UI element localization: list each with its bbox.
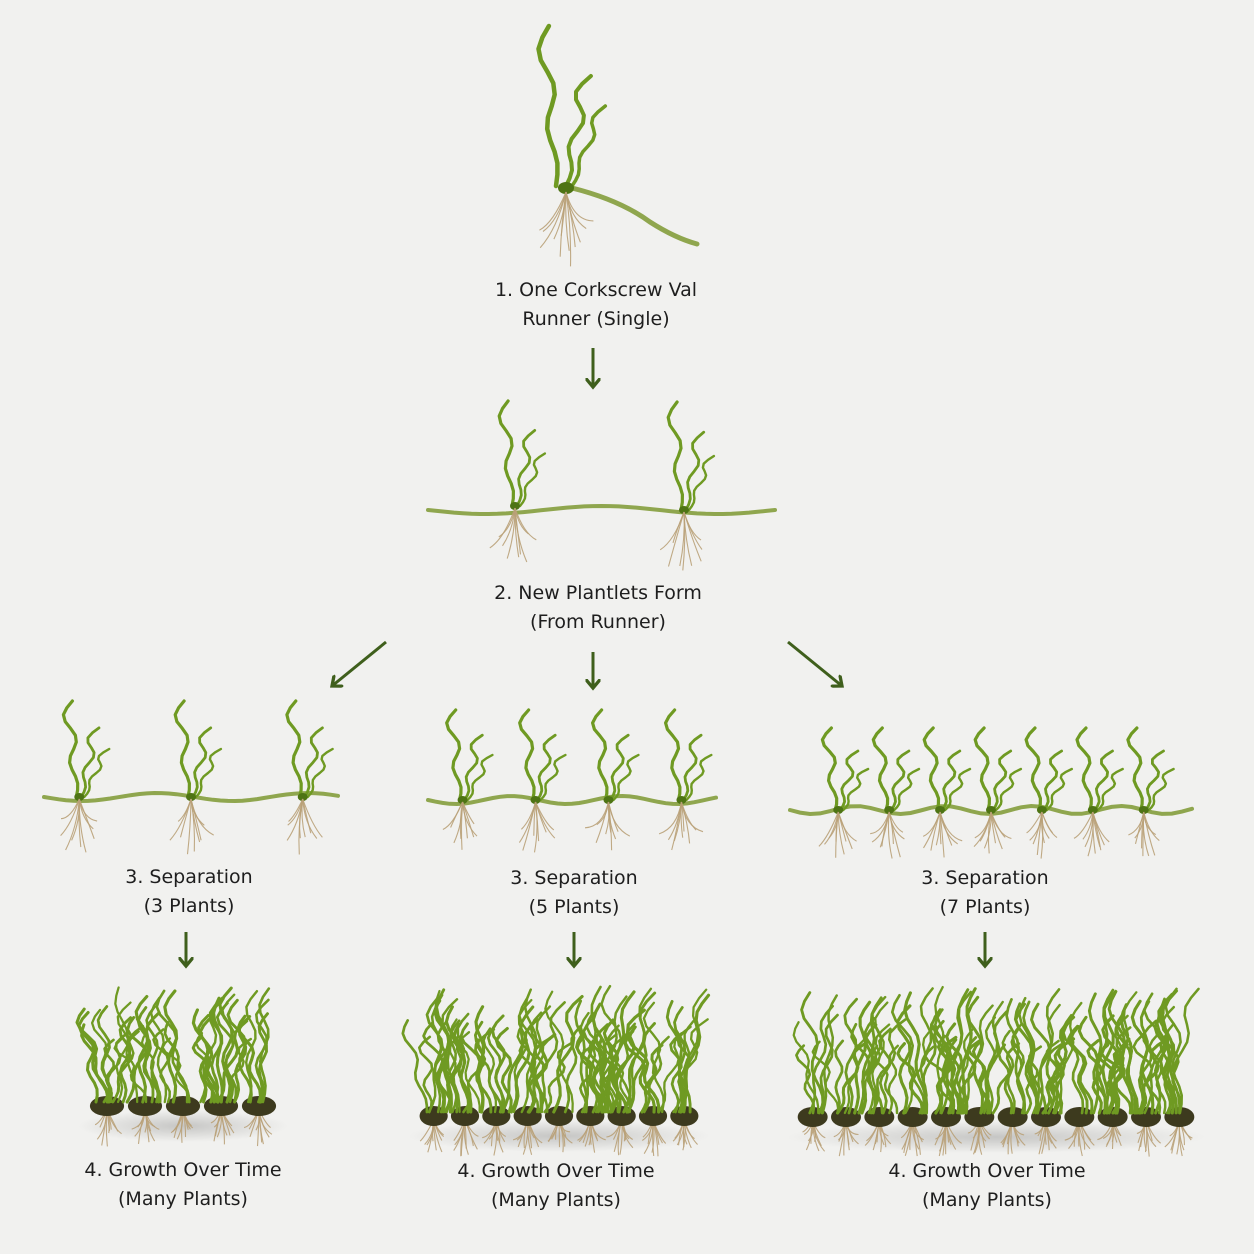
label-sep7: 3. Separation (7 Plants): [921, 864, 1048, 922]
label-grow-b-line1: 4. Growth Over Time: [457, 1160, 655, 1182]
flow-arrows: [186, 348, 985, 966]
illustration-sep7: [788, 726, 1194, 859]
illustration-step2: [426, 399, 777, 571]
illustration-grow-b: [401, 984, 711, 1157]
label-grow-c-line2: (Many Plants): [922, 1189, 1052, 1211]
label-sep5-line2: (5 Plants): [528, 896, 620, 918]
label-grow-c: 4. Growth Over Time (Many Plants): [888, 1157, 1085, 1215]
label-grow-a: 4. Growth Over Time (Many Plants): [84, 1156, 281, 1214]
label-grow-a-line1: 4. Growth Over Time: [84, 1159, 282, 1181]
label-sep5-line1: 3. Separation: [510, 867, 638, 889]
label-grow-c-line1: 4. Growth Over Time: [888, 1160, 1086, 1182]
label-sep7-line1: 3. Separation: [921, 867, 1049, 889]
label-sep3-line1: 3. Separation: [125, 866, 253, 888]
illustration-grow-c: [786, 985, 1206, 1157]
label-sep3: 3. Separation (3 Plants): [125, 863, 252, 921]
arrow-step2-to-sep7: [787, 640, 842, 686]
label-step1-line2: Runner (Single): [522, 308, 670, 330]
label-grow-a-line2: (Many Plants): [118, 1188, 248, 1210]
label-grow-b-line2: (Many Plants): [491, 1189, 621, 1211]
label-step2-line1: 2. New Plantlets Form: [494, 582, 702, 604]
illustration-grow-a: [75, 986, 288, 1147]
illustration-sep5: [426, 708, 718, 853]
label-step1-line1: 1. One Corkscrew Val: [494, 279, 698, 301]
plant-illustrations: [42, 23, 1206, 1157]
illustration-step1: [536, 23, 700, 267]
label-step2-line2: (From Runner): [530, 611, 666, 633]
label-step2: 2. New Plantlets Form (From Runner): [494, 579, 702, 637]
label-grow-b: 4. Growth Over Time (Many Plants): [457, 1157, 654, 1215]
label-sep7-line2: (7 Plants): [939, 896, 1031, 918]
label-step1: 1. One Corkscrew Val Runner (Single): [495, 276, 697, 334]
arrow-step2-to-sep3: [332, 640, 387, 686]
illustration-sep3: [42, 699, 340, 855]
label-sep3-line2: (3 Plants): [143, 895, 235, 917]
label-sep5: 3. Separation (5 Plants): [510, 864, 637, 922]
